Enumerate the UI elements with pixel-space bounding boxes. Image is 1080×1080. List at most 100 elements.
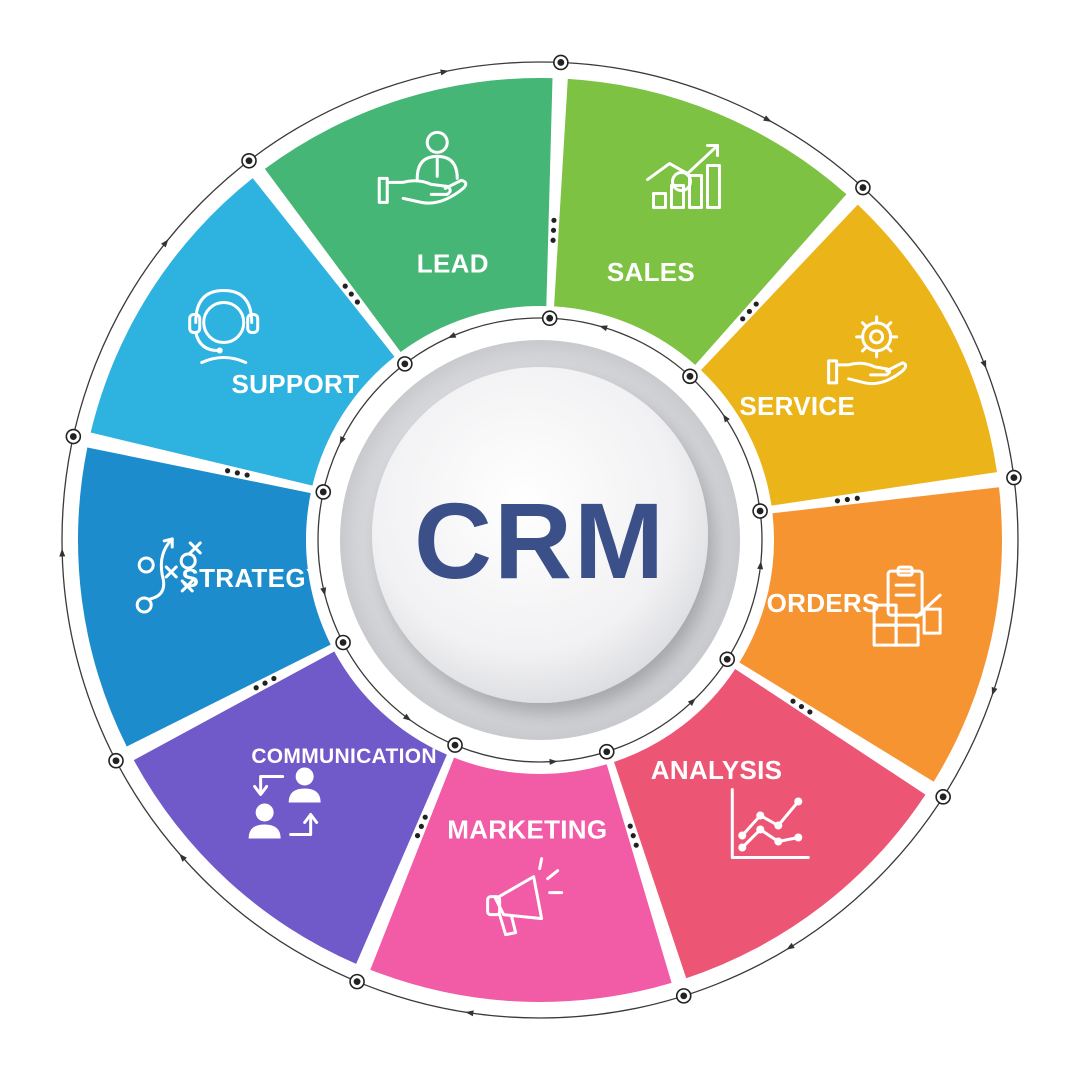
boundary-dot <box>740 316 746 322</box>
ring-arrow <box>179 853 187 862</box>
megaphone-icon <box>486 857 564 937</box>
boundary-node-outer <box>675 988 692 1004</box>
boundary-node-inner <box>719 651 736 668</box>
boundary-node-outer <box>65 428 82 445</box>
boundary-dot <box>834 498 841 504</box>
segment-orders-label: ORDERS <box>767 588 880 618</box>
ring-arrow <box>402 713 412 721</box>
segment-support-label: SUPPORT <box>232 369 360 399</box>
segment-analysis: ANALYSIS <box>614 668 926 979</box>
boundary-node-outer <box>241 152 257 169</box>
boundary-dot <box>627 823 633 829</box>
boundary-dot <box>854 495 860 501</box>
ring-arrow <box>786 942 795 950</box>
boundary-dot <box>414 833 421 839</box>
boundary-dot <box>342 283 348 289</box>
segment-orders-shape <box>739 487 1003 782</box>
boundary-dot <box>550 237 556 243</box>
ring-arrow <box>320 587 327 596</box>
center-disc <box>372 367 708 703</box>
ring-arrow <box>465 1010 474 1017</box>
gear-hand-icon <box>827 315 908 386</box>
segment-strategy: STRATEGY <box>77 447 331 747</box>
segment-analysis-label: ANALYSIS <box>651 755 782 785</box>
boundary-node-outer <box>553 54 569 71</box>
segment-service-shape <box>700 204 997 506</box>
boundary-dot <box>224 468 231 474</box>
segment-lead-label: LEAD <box>417 248 489 278</box>
headset-icon <box>188 289 260 365</box>
outer-ring <box>61 61 1019 1019</box>
ring-arrow <box>447 332 457 339</box>
boundary-node-inner <box>541 310 558 327</box>
ring-arrow <box>599 325 608 332</box>
ring-arrow <box>339 436 346 445</box>
segment-sales: SALES <box>554 78 847 365</box>
segment-communication: COMMUNICATION <box>133 651 447 964</box>
ring-arrow <box>722 414 730 423</box>
boundary-node-outer <box>855 179 871 196</box>
segment-communication-label: COMMUNICATION <box>251 745 437 768</box>
boundary-dot <box>271 675 277 682</box>
boundary-node-inner <box>315 484 332 500</box>
strategy-play-icon <box>135 537 202 614</box>
segment-strategy-shape <box>77 447 331 747</box>
ring-arrow <box>980 359 987 369</box>
boundary-dot <box>244 472 250 478</box>
boundary-dot <box>418 823 424 830</box>
boundary-dot <box>422 814 428 820</box>
segment-analysis-shape <box>614 668 926 979</box>
boundary-node-inner <box>598 743 615 760</box>
sales-growth-icon <box>646 144 722 210</box>
boundary-node-inner <box>682 368 698 385</box>
boundary-node-outer <box>1006 469 1022 486</box>
ring-arrow <box>59 548 66 557</box>
ring-arrow <box>757 561 764 570</box>
line-chart-icon <box>730 788 810 860</box>
boundary-dot <box>234 470 240 476</box>
boundary-dot <box>790 698 796 704</box>
segment-sales-label: SALES <box>607 257 695 287</box>
boundary-dot <box>348 291 354 297</box>
ring-arrow <box>687 698 696 706</box>
boundary-dot <box>262 680 268 686</box>
boundary-node-outer <box>935 789 951 805</box>
segment-lead: LEAD <box>264 78 553 353</box>
segment-marketing: MARKETING <box>370 757 672 1003</box>
segment-lead-shape <box>264 78 553 353</box>
boundary-node-inner <box>397 356 413 372</box>
boundary-node-inner <box>752 503 768 519</box>
ring-arrow <box>991 686 998 696</box>
boundary-dot <box>798 703 805 710</box>
boundary-dot <box>746 308 753 315</box>
boundary-dot <box>633 842 639 848</box>
nodes-layer <box>59 54 1022 1017</box>
boundary-node-outer <box>108 752 124 769</box>
boundary-dot <box>551 217 557 223</box>
segment-marketing-label: MARKETING <box>447 815 607 845</box>
boundary-dot <box>753 301 759 307</box>
segment-support: SUPPORT <box>90 178 395 486</box>
boundary-node-inner <box>447 737 463 753</box>
people-exchange-icon <box>248 767 321 839</box>
hand-person-icon <box>377 130 468 205</box>
boundary-dot <box>253 685 259 691</box>
segment-communication-shape <box>133 651 447 964</box>
ring-arrow <box>440 69 449 76</box>
boundary-dot <box>844 496 850 503</box>
boundary-dot <box>807 709 813 715</box>
segment-service: SERVICE <box>700 204 997 506</box>
segment-sales-shape <box>554 78 847 365</box>
boundary-node-outer <box>349 973 365 990</box>
boundary-dot <box>550 227 557 233</box>
ring-arrow <box>549 758 558 765</box>
ring-arrow <box>161 239 169 248</box>
segment-strategy-label: STRATEGY <box>181 563 323 593</box>
clipboard-boxes-icon <box>872 565 942 647</box>
boundary-dot <box>630 833 636 839</box>
segment-orders: ORDERS <box>739 487 1003 782</box>
center-label: CRM <box>414 480 666 601</box>
segment-marketing-shape <box>370 757 672 1003</box>
